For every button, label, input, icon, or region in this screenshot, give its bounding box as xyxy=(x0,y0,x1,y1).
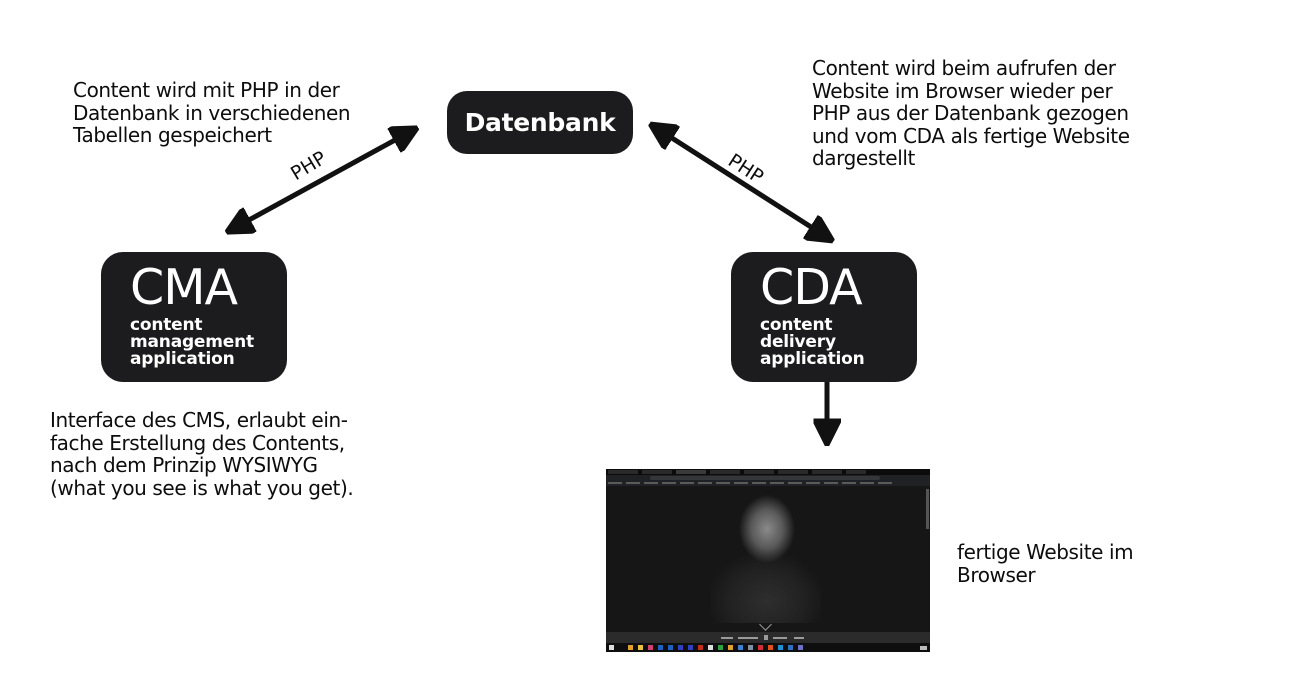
taskbar-icon xyxy=(728,645,733,650)
node-cma-subtitle: content management application xyxy=(130,315,254,369)
bookmark-item xyxy=(824,482,838,484)
bookmark-item xyxy=(788,482,802,484)
taskbar-icon xyxy=(748,645,753,650)
clock-icon xyxy=(920,646,927,650)
website-nav-bar xyxy=(606,632,930,643)
bookmark-item xyxy=(806,482,820,484)
node-cma-title: CMA xyxy=(130,259,238,316)
node-cda-title: CDA xyxy=(760,259,863,316)
browser-screenshot xyxy=(606,469,930,652)
browser-tab xyxy=(608,470,638,474)
browser-tab xyxy=(642,470,672,474)
node-database: Datenbank xyxy=(447,91,633,154)
bookmark-item xyxy=(734,482,748,484)
website-nav-item xyxy=(721,637,733,639)
bookmark-item xyxy=(842,482,856,484)
browser-tab xyxy=(778,470,808,474)
taskbar-icon xyxy=(668,645,673,650)
taskbar-icon xyxy=(778,645,783,650)
bookmark-item xyxy=(608,482,622,484)
edge-label-php-right: PHP xyxy=(724,149,768,189)
taskbar-icon xyxy=(738,645,743,650)
browser-tab xyxy=(846,470,866,474)
taskbar-icon xyxy=(688,645,693,650)
edge-cma-database xyxy=(238,134,406,226)
website-logo-icon xyxy=(764,635,768,640)
taskbar-icon xyxy=(718,645,723,650)
node-cda-subtitle: content delivery application xyxy=(760,315,865,369)
browser-tab xyxy=(676,470,706,474)
taskbar-icon xyxy=(698,645,703,650)
bookmark-item xyxy=(698,482,712,484)
taskbar-icon xyxy=(798,645,803,650)
note-cma-to-database: Content wird mit PHP in der Datenbank in… xyxy=(73,78,351,147)
website-nav-item xyxy=(794,637,804,639)
browser-scrollbar xyxy=(926,489,929,529)
taskbar-icon xyxy=(638,645,643,650)
taskbar-icon xyxy=(768,645,773,650)
note-browser-caption: fertige Website im Browser xyxy=(957,540,1134,587)
taskbar-icon xyxy=(648,645,653,650)
portrait-photo xyxy=(711,491,821,623)
taskbar-icon xyxy=(628,645,633,650)
bookmark-item xyxy=(752,482,766,484)
edge-database-cda xyxy=(661,131,822,234)
website-nav-item xyxy=(773,637,787,639)
bookmark-item xyxy=(716,482,730,484)
taskbar-icon xyxy=(788,645,793,650)
taskbar-icon xyxy=(708,645,713,650)
node-cda: CDA content delivery application xyxy=(731,252,917,382)
taskbar-icon xyxy=(758,645,763,650)
bookmark-item xyxy=(680,482,694,484)
bookmark-item xyxy=(860,482,874,484)
taskbar-icon xyxy=(658,645,663,650)
note-database-to-cda: Content wird beim aufrufen der Website i… xyxy=(812,56,1130,170)
website-nav-item xyxy=(738,637,758,639)
node-cma: CMA content management application xyxy=(101,252,287,382)
browser-tab xyxy=(710,470,740,474)
start-icon xyxy=(609,645,614,650)
bookmark-item xyxy=(644,482,658,484)
bookmark-item xyxy=(770,482,784,484)
note-cma-description: Interface des CMS, erlaubt ein- fache Er… xyxy=(50,408,354,500)
taskbar-icon xyxy=(678,645,683,650)
browser-tab xyxy=(812,470,842,474)
bookmark-item xyxy=(626,482,640,484)
browser-url-field xyxy=(650,476,880,480)
bookmark-item xyxy=(662,482,676,484)
node-database-label: Datenbank xyxy=(464,108,616,137)
bookmark-item xyxy=(878,482,892,484)
browser-tab xyxy=(744,470,774,474)
edge-label-php-left: PHP xyxy=(286,146,331,186)
browser-bookmarks-bar xyxy=(606,481,930,486)
